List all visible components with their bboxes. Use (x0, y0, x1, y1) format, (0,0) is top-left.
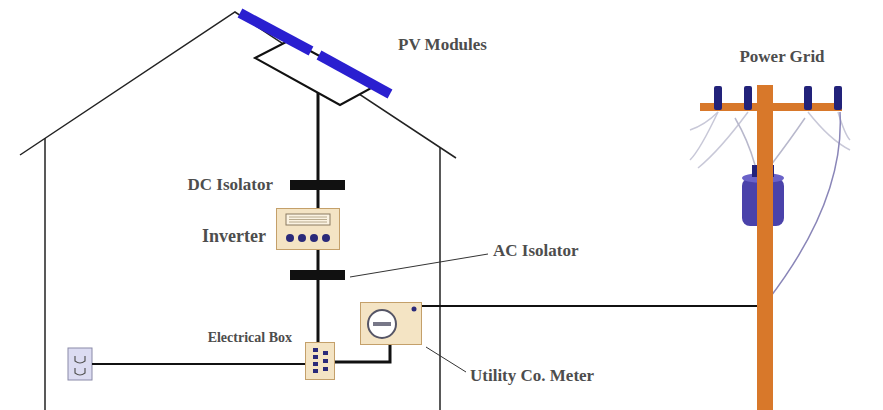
component-label: Inverter (202, 227, 266, 247)
insulators (714, 86, 842, 110)
inverter: Inverter (276, 208, 340, 250)
house-roof (20, 12, 456, 158)
house-wall (44, 138, 46, 410)
pv-modules: PV Modules (235, 8, 395, 105)
ac-isolator-shape (290, 270, 345, 280)
leader-line (350, 254, 488, 277)
wire (335, 345, 390, 362)
component-label: PV Modules (398, 36, 487, 55)
component-label: AC Isolator (493, 242, 578, 261)
wire (317, 280, 320, 342)
wire (317, 190, 320, 208)
dc-isolator: DC Isolator (290, 180, 345, 190)
utility-meter: Utility Co. Meter (360, 302, 422, 345)
component-label: DC Isolator (188, 176, 273, 195)
outlet-wire (92, 363, 305, 365)
house-wall (439, 148, 441, 410)
dc-isolator-shape (290, 180, 345, 190)
wire (317, 250, 320, 270)
wire (317, 105, 320, 180)
leader-line (426, 347, 466, 372)
outlet (68, 348, 92, 380)
ac-isolator: AC Isolator (290, 270, 345, 280)
electrical-box-shape (305, 342, 335, 380)
pv-modules-shape (235, 8, 395, 105)
utility-pole: Power Grid (757, 85, 773, 410)
component-label: Electrical Box (208, 330, 292, 345)
electrical-box: Electrical Box (305, 342, 335, 380)
utility-meter-shape (360, 302, 422, 345)
inverter-shape (276, 208, 340, 250)
component-label: Power Grid (739, 48, 824, 67)
utility-pole-shape (757, 85, 773, 410)
component-label: Utility Co. Meter (470, 367, 594, 386)
wire (422, 305, 757, 307)
